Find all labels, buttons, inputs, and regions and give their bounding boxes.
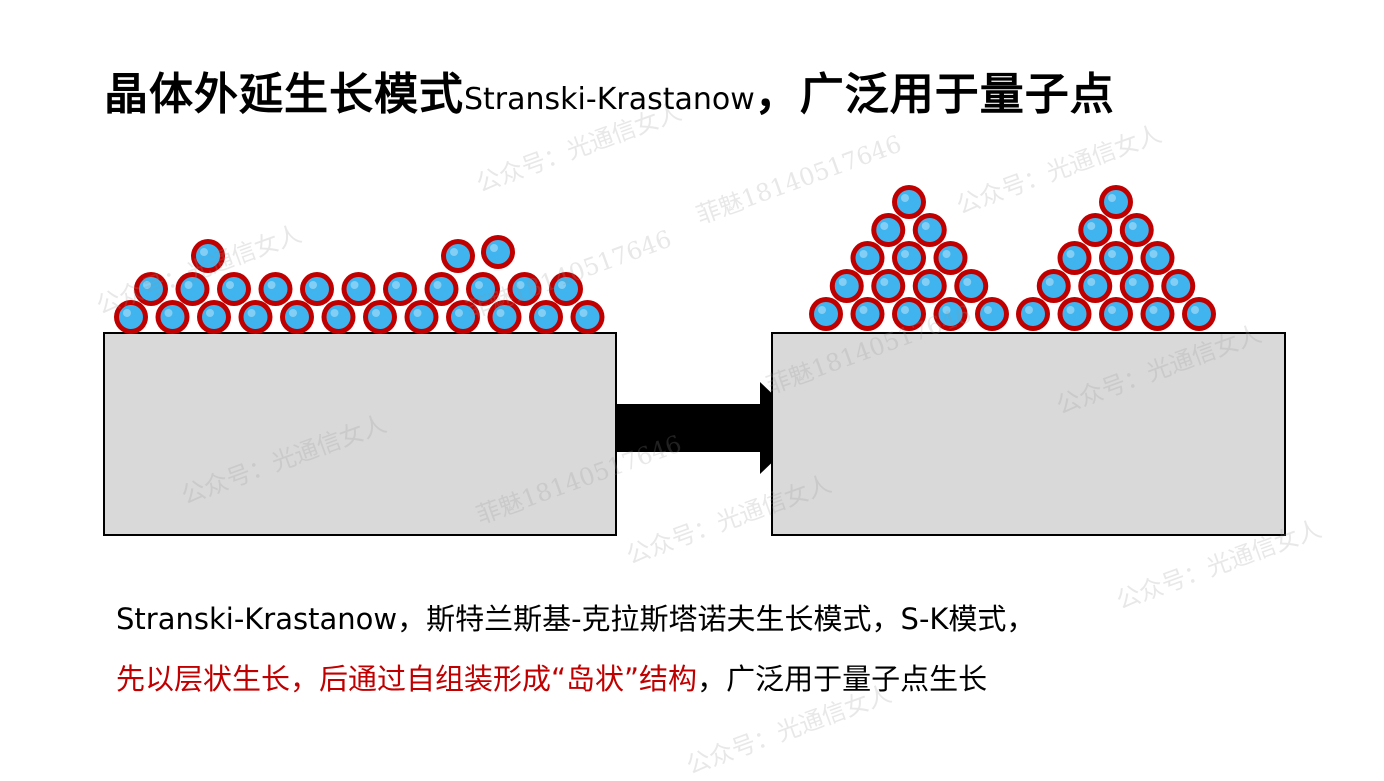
- title-cn-suffix: ，广泛用于量子点: [754, 69, 1115, 120]
- atom-icon: [466, 272, 500, 306]
- atom-icon: [1057, 297, 1092, 331]
- initial-layer-growth: [103, 235, 617, 536]
- atom-icon: [114, 300, 148, 334]
- atom-icon: [280, 300, 314, 334]
- atom-icon: [871, 213, 906, 247]
- atom-icon: [975, 297, 1009, 331]
- arrow-right-icon: [616, 382, 808, 474]
- atom-icon: [892, 297, 926, 331]
- atom-icon: [912, 213, 947, 247]
- atom-icon: [570, 300, 605, 334]
- page-title: 晶体外延生长模式Stranski-Krastanow，广泛用于量子点: [104, 58, 1364, 122]
- right-substrate: [771, 332, 1286, 536]
- atom-icon: [487, 300, 522, 334]
- atom-icon: [175, 272, 210, 306]
- atom-icon: [441, 239, 475, 273]
- atom-icon: [238, 300, 273, 334]
- atom-icon: [529, 300, 563, 334]
- atom-icon: [258, 272, 293, 306]
- atom-icon: [954, 269, 989, 303]
- atom-icon: [1099, 297, 1133, 331]
- atom-icon: [829, 269, 864, 303]
- atom-icon: [446, 300, 480, 334]
- island-growth: [771, 185, 1286, 536]
- atom-icon: [850, 297, 885, 331]
- atom-icon: [1036, 269, 1071, 303]
- atom-icon: [134, 272, 168, 306]
- atom-icon: [850, 241, 885, 275]
- atom-icon: [341, 272, 376, 306]
- atom-icon: [321, 300, 356, 334]
- atom-icon: [404, 300, 439, 334]
- description-line-1: Stranski-Krastanow，斯特兰斯基-克拉斯塔诺夫生长模式，S-K模…: [116, 602, 1036, 636]
- title-en: Stranski-Krastanow: [464, 82, 755, 117]
- title-cn-prefix: 晶体外延生长模式: [104, 69, 464, 120]
- atom-icon: [1099, 185, 1133, 219]
- atom-icon: [933, 241, 968, 275]
- atom-icon: [1140, 241, 1175, 275]
- atom-icon: [1057, 241, 1092, 275]
- atom-icon: [1078, 213, 1113, 247]
- atom-icon: [217, 272, 251, 306]
- description-highlight: 先以层状生长，后通过自组装形成“岛状”结构: [116, 662, 698, 696]
- atom-icon: [155, 300, 190, 334]
- description-tail: ，广泛用于量子点生长: [697, 662, 988, 696]
- atom-icon: [871, 269, 906, 303]
- atom-icon: [1182, 297, 1216, 331]
- atom-icon: [892, 241, 926, 275]
- atom-icon: [507, 272, 542, 306]
- atom-icon: [300, 272, 334, 306]
- description-line-2: 先以层状生长，后通过自组装形成“岛状”结构，广泛用于量子点生长: [116, 656, 987, 698]
- atom-icon: [1078, 269, 1113, 303]
- atom-icon: [1099, 241, 1133, 275]
- atom-icon: [191, 239, 225, 273]
- atom-icon: [383, 272, 417, 306]
- atom-icon: [933, 297, 968, 331]
- atom-icon: [363, 300, 397, 334]
- atom-icon: [549, 272, 583, 306]
- atom-icon: [1119, 213, 1154, 247]
- atom-icon: [892, 185, 926, 219]
- left-substrate: [103, 332, 617, 536]
- atom-icon: [912, 269, 947, 303]
- atom-icon: [809, 297, 843, 331]
- atom-icon: [197, 300, 231, 334]
- atom-icon: [1119, 269, 1154, 303]
- atom-icon: [1161, 269, 1196, 303]
- atom-icon: [1016, 297, 1050, 331]
- atom-icon: [481, 235, 515, 269]
- atom-icon: [424, 272, 459, 306]
- atom-icon: [1140, 297, 1175, 331]
